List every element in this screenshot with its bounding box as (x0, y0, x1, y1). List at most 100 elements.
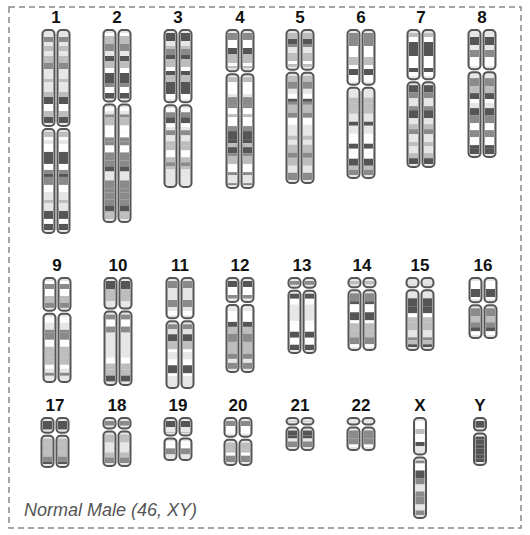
chromatid (240, 418, 252, 465)
chromosome-band (45, 340, 54, 347)
chromosome-arm (180, 105, 192, 187)
chromosome-arm (408, 82, 420, 167)
chromosome-band (168, 376, 177, 383)
chromosome-band (168, 307, 177, 311)
chromosome-number: 12 (231, 257, 250, 274)
arm-body (363, 88, 375, 178)
arm-outline (227, 30, 239, 71)
chromosome-band (365, 330, 374, 337)
chromosome-band (44, 79, 53, 82)
chromosome-band (416, 429, 425, 434)
chromosome-band (365, 320, 374, 323)
chromosome-band (290, 324, 299, 332)
arm-body (120, 278, 132, 309)
chromosome-band (305, 338, 314, 345)
chromosome-band (416, 479, 425, 485)
chromosome-band (364, 431, 373, 439)
chromosome-band (486, 322, 495, 327)
chromosome-band (166, 145, 175, 150)
chromosome-band (424, 118, 433, 124)
arm-outline (484, 30, 496, 69)
chromosome-arm (43, 30, 55, 126)
chromosome-band (485, 33, 494, 37)
chromosome-band (44, 82, 53, 86)
chromosome-band (303, 44, 312, 47)
chromosome-band (228, 94, 237, 97)
arm-outline (180, 438, 192, 460)
chromosome-band (305, 332, 314, 338)
chromosome-band (243, 347, 252, 354)
chromosome-band (424, 146, 433, 153)
chromosome-band (423, 344, 432, 347)
chromosome-band (105, 443, 114, 450)
chromosome-band (228, 48, 237, 54)
chromosome-band (166, 441, 175, 444)
chromatid (227, 278, 239, 372)
chromosome-arm (469, 30, 481, 69)
chromosome-band (105, 141, 114, 145)
chromosome-band (120, 132, 129, 137)
chromosome-band (44, 211, 53, 219)
chromosome-band (120, 51, 129, 56)
chromosome-band (303, 82, 312, 89)
chromosome-band (288, 125, 297, 131)
arm-outline (120, 278, 132, 309)
chromosome-band (168, 281, 177, 288)
chromosome-band (121, 289, 130, 297)
arm-outline (242, 278, 254, 302)
arm-body (242, 74, 254, 188)
chromosome-band (105, 160, 114, 166)
chromosome-arm (485, 305, 497, 338)
chromosome-band (424, 42, 433, 50)
chromosome-band (59, 42, 68, 46)
chromosome-band (105, 36, 114, 44)
chromosome-band (364, 114, 373, 122)
arm-body (289, 278, 301, 288)
chromosome-arm (180, 418, 192, 435)
chromosome-band (58, 462, 67, 464)
chromosome-band (349, 137, 358, 144)
arm-body (302, 428, 314, 451)
chromosome-band (181, 112, 190, 117)
chromosome-band (243, 164, 252, 172)
chromosome-arm (348, 30, 360, 85)
arm-body (182, 321, 194, 388)
chromosome-band (470, 123, 479, 130)
arm-body (165, 105, 177, 187)
chromosome-band (305, 345, 314, 350)
chromosome-arm (349, 290, 361, 350)
chromosome-band (409, 63, 418, 68)
chromosome-band (44, 86, 53, 92)
chromosome-band (60, 333, 69, 340)
chromosome-band (470, 37, 479, 45)
chromatid (242, 278, 254, 372)
chromosome-number: 13 (293, 257, 312, 274)
chromosome-band (44, 92, 53, 97)
chromosome-band (120, 192, 129, 199)
arm-outline (485, 278, 497, 302)
chromosome-band (44, 156, 53, 164)
chromosome-band (43, 444, 52, 452)
chromosome-band (290, 305, 299, 313)
chromosome-band (59, 174, 68, 177)
chromosome-band (120, 180, 129, 188)
arm-outline (422, 290, 434, 350)
arm-outline (364, 278, 376, 287)
arm-body (304, 291, 316, 353)
chromosome-band (349, 170, 358, 175)
chromosome-band (120, 171, 129, 175)
arm-outline (58, 30, 70, 126)
arm-outline (180, 30, 192, 102)
chromosome-band (120, 450, 129, 453)
chromosome-band (424, 153, 433, 158)
chromosome-band (228, 139, 237, 143)
chromosome-band (58, 429, 67, 431)
arm-outline (363, 428, 375, 451)
arm-body (287, 428, 299, 451)
chromosome-band (228, 40, 237, 48)
chromosome-band (241, 456, 250, 462)
chromosome-band (166, 432, 175, 433)
arm-outline (182, 321, 194, 388)
chromosome-band (243, 94, 252, 97)
arm-outline (287, 73, 299, 183)
